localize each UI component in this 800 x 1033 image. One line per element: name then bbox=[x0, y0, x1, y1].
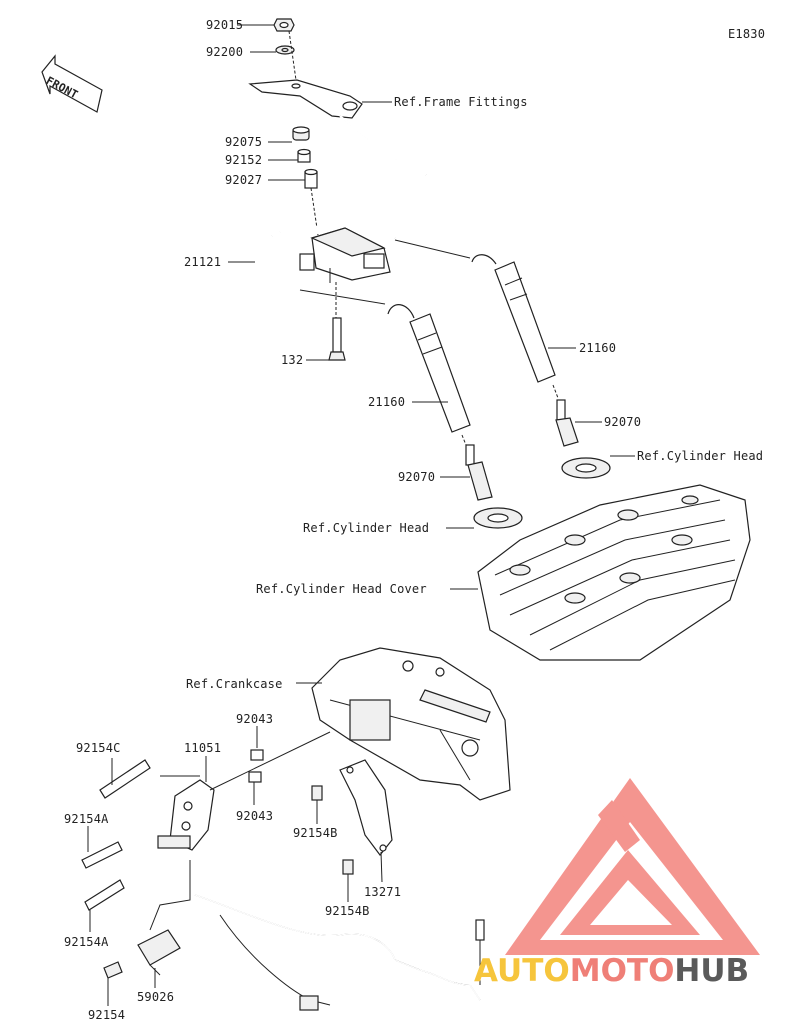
label-92043-top: 92043 bbox=[236, 712, 274, 726]
bolt-92154B-top bbox=[311, 785, 323, 801]
label-92154B-top: 92154B bbox=[293, 826, 338, 840]
diagram-code: E1830 bbox=[728, 27, 766, 41]
label-92154A-top: 92154A bbox=[64, 812, 109, 826]
watermark-auto: AUTO bbox=[474, 953, 570, 989]
label-13271: 13271 bbox=[364, 885, 402, 899]
label-ref-frame-fittings: Ref.Frame Fittings bbox=[394, 95, 528, 109]
label-92027: 92027 bbox=[225, 173, 263, 187]
bolt-132 bbox=[328, 317, 346, 361]
sensor-bracket-11051 bbox=[157, 775, 215, 851]
label-ref-cylinder-head-cover: Ref.Cylinder Head Cover bbox=[256, 582, 427, 596]
plug-cap-21160-left bbox=[299, 289, 471, 433]
label-92154C: 92154C bbox=[76, 741, 121, 755]
washer-92200 bbox=[275, 45, 295, 55]
label-92070-left: 92070 bbox=[398, 470, 436, 484]
bolt-92154A-bottom bbox=[84, 879, 125, 911]
label-ref-crankcase: Ref.Crankcase bbox=[186, 677, 283, 691]
watermark-logo bbox=[505, 778, 760, 955]
bolt-92154B-bottom bbox=[342, 859, 354, 875]
ignition-coil-21121 bbox=[252, 222, 396, 294]
crankcase bbox=[311, 647, 511, 801]
label-92154: 92154 bbox=[88, 1008, 126, 1022]
label-92075: 92075 bbox=[225, 135, 263, 149]
label-92015: 92015 bbox=[206, 18, 244, 32]
label-92070-right: 92070 bbox=[604, 415, 642, 429]
label-92152: 92152 bbox=[225, 153, 263, 167]
spark-plug-92070-right bbox=[552, 384, 579, 447]
watermark-text: AUTOMOTOHUB bbox=[474, 953, 749, 989]
label-21160-right: 21160 bbox=[579, 341, 617, 355]
label-21160-left: 21160 bbox=[368, 395, 406, 409]
collar-92152 bbox=[297, 148, 311, 163]
bolt-92154C bbox=[99, 759, 151, 799]
cylinder-head-seal-right bbox=[561, 457, 611, 479]
bolt-92154 bbox=[103, 961, 123, 979]
label-92154A-bottom: 92154A bbox=[64, 935, 109, 949]
wiring-harness-59026 bbox=[137, 860, 485, 1011]
bracket-frame-fittings bbox=[248, 79, 427, 176]
spark-plug-92070-left bbox=[461, 434, 493, 501]
front-arrow-icon bbox=[41, 54, 103, 113]
label-92154B-bottom: 92154B bbox=[325, 904, 370, 918]
dowel-92043-top bbox=[250, 749, 264, 761]
label-59026: 59026 bbox=[137, 990, 175, 1004]
grommet-92075 bbox=[292, 126, 310, 141]
label-92200: 92200 bbox=[206, 45, 244, 59]
label-21121: 21121 bbox=[184, 255, 222, 269]
label-ref-cylinder-head-right: Ref.Cylinder Head bbox=[637, 449, 764, 463]
spacer-92027 bbox=[304, 168, 318, 189]
watermark-moto: MOTO bbox=[569, 953, 675, 989]
label-92043-bottom: 92043 bbox=[236, 809, 274, 823]
label-132: 132 bbox=[281, 353, 304, 367]
watermark-hub: HUB bbox=[674, 953, 750, 989]
cylinder-head-cover bbox=[477, 484, 751, 661]
bolt-92154A-top bbox=[81, 841, 123, 869]
plug-cap-21160-right bbox=[394, 239, 556, 383]
cover-13271 bbox=[339, 759, 393, 856]
cylinder-head-seal-left bbox=[473, 507, 523, 529]
nut-92015 bbox=[273, 18, 295, 32]
label-11051: 11051 bbox=[184, 741, 222, 755]
dowel-92043-bottom bbox=[248, 771, 262, 783]
label-ref-cylinder-head-left: Ref.Cylinder Head bbox=[303, 521, 430, 535]
